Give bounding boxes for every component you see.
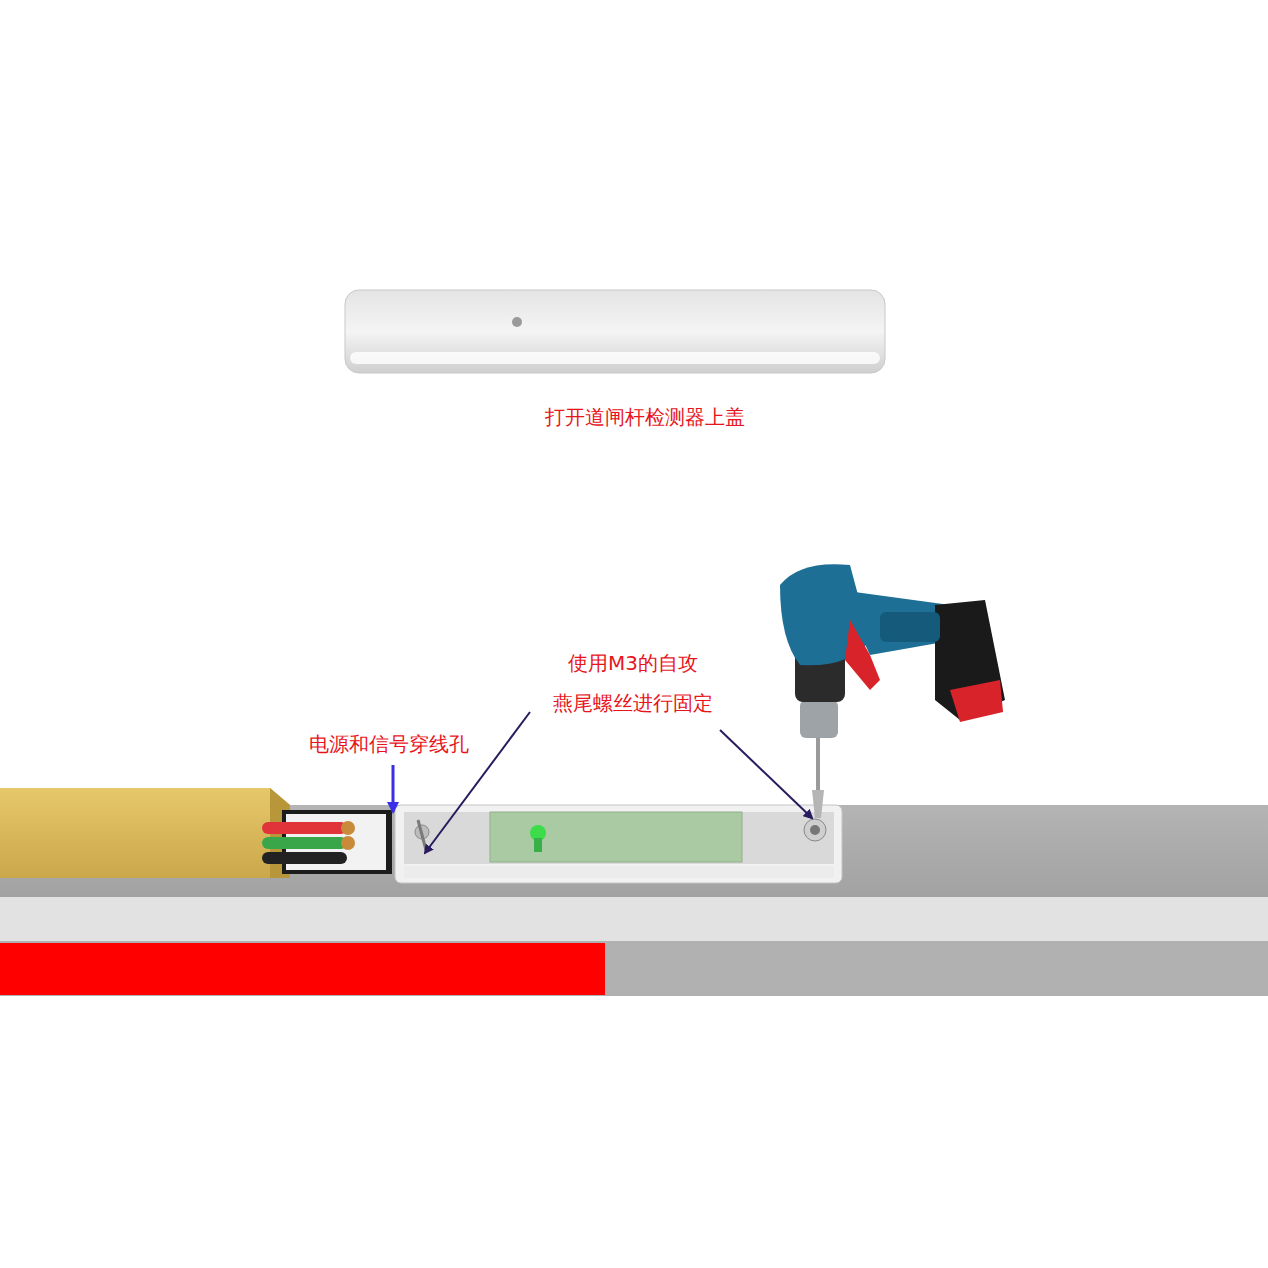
- annotation-label-box: 使用M3的自攻 燕尾螺丝进行固定: [543, 643, 723, 723]
- cable-conduit: [0, 788, 392, 878]
- annotation-label-box: 打开道闸杆检测器上盖: [495, 397, 795, 437]
- power-drill: [780, 564, 1005, 818]
- annotation-label-box: 电源和信号穿线孔: [279, 724, 499, 764]
- annotation-label: 打开道闸杆检测器上盖: [545, 397, 745, 437]
- annotation-label: 电源和信号穿线孔: [309, 724, 469, 764]
- detector-cover: [345, 290, 885, 373]
- annotation-label: 使用M3的自攻 燕尾螺丝进行固定: [543, 643, 723, 723]
- detector-base: [395, 805, 842, 883]
